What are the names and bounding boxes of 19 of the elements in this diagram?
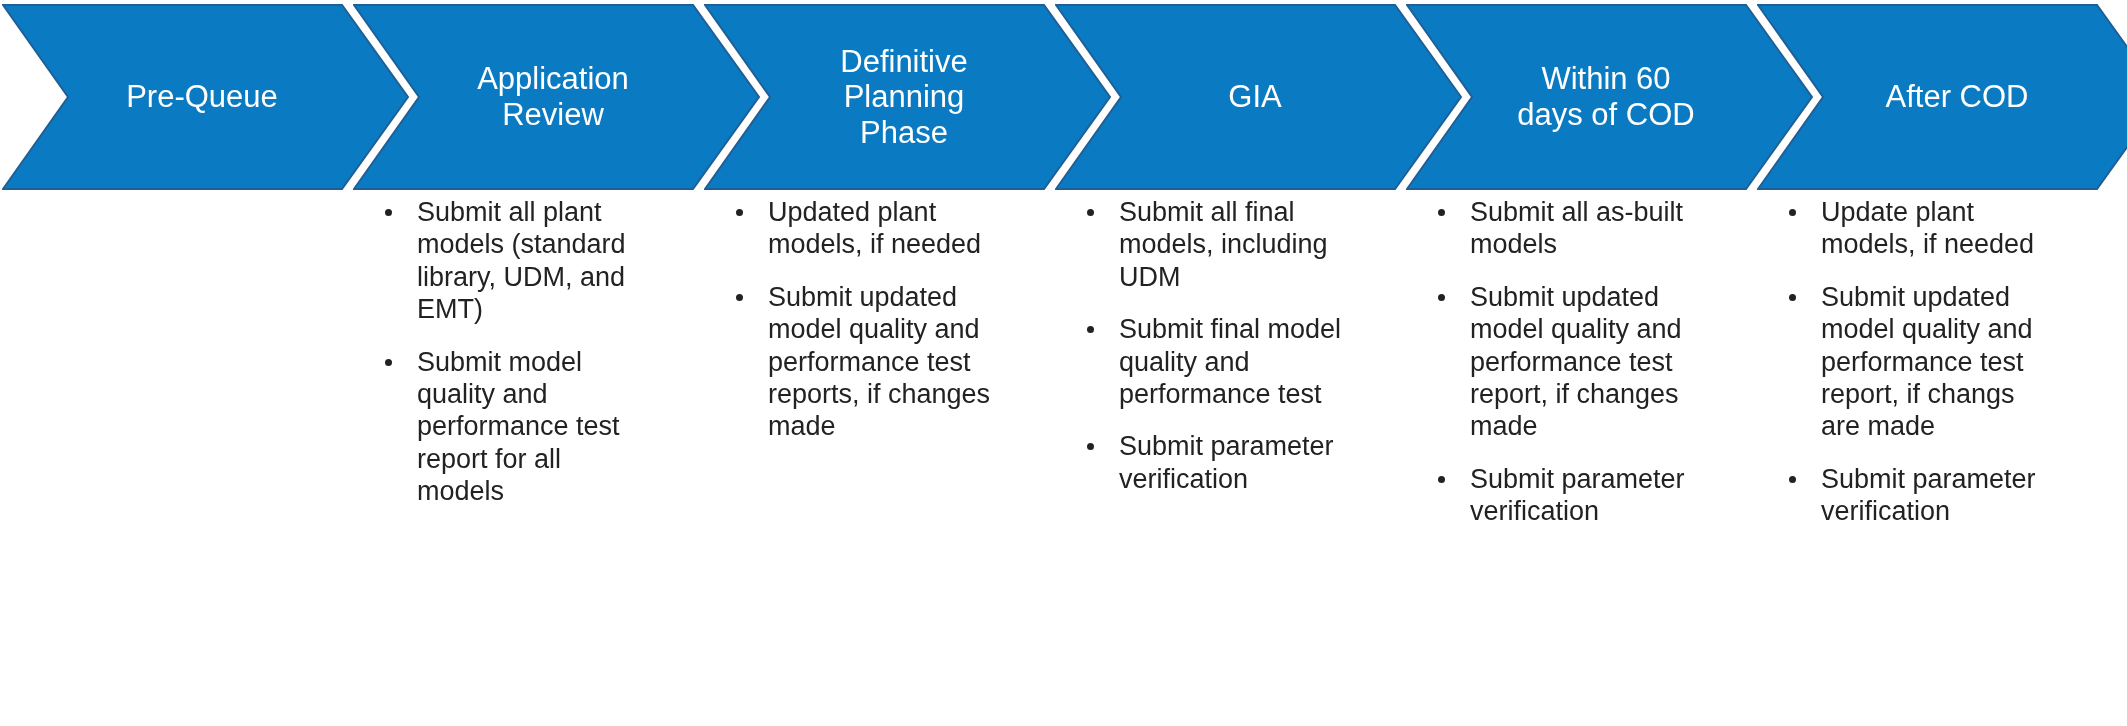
bullet-text: Submit parameter verification	[1470, 463, 1685, 527]
bullet-text: Submit final model quality and performance test	[1119, 314, 1342, 409]
bullet-text: Submit all final models, including UDM	[1119, 197, 1328, 292]
bullet-text: Submit updated model quality and performance test report, if changs are made	[1821, 281, 2033, 442]
step-title: Definitive Planning Phase	[839, 43, 969, 151]
step-title: GIA	[1228, 79, 1282, 115]
bullet-text: Submit all plant models (standard library, UDM, and EMT)	[417, 197, 626, 325]
bullet-text: Submit parameter verification	[1821, 463, 2036, 527]
bullet-text: Submit all as-built models	[1470, 197, 1684, 260]
bullet-text: Update plant models, if needed	[1821, 197, 2035, 260]
bullet-text: Submit parameter verification	[1119, 431, 1334, 494]
step-title: Application Review	[476, 61, 630, 133]
bullet-text: Submit model quality and performance test report for all models	[417, 346, 620, 507]
step-title: Pre-Queue	[126, 79, 278, 115]
step-title: After COD	[1885, 79, 2029, 115]
step-title: Within 60 days of COD	[1516, 61, 1696, 133]
bullet-text: Updated plant models, if needed	[768, 197, 982, 260]
bullet-text: Submit updated model quality and performance test reports, if changes made	[768, 281, 991, 442]
bullet-text: Submit updated model quality and performance test report, if changes made	[1470, 281, 1682, 442]
